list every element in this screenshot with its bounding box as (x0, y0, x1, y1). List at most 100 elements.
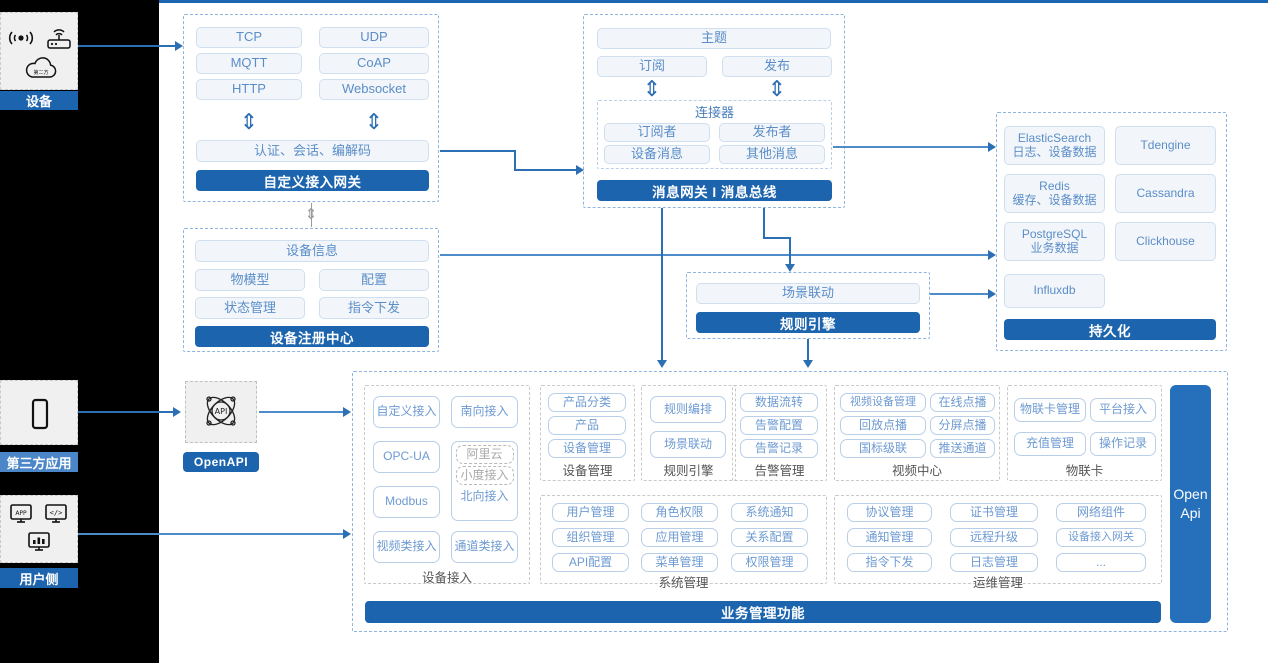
sm-user-management[interactable]: 用户管理 (552, 503, 629, 522)
om-remote-upgrade[interactable]: 远程升级 (950, 528, 1038, 547)
da-custom-access[interactable]: 自定义接入 (373, 396, 440, 428)
device-registry-panel (183, 228, 439, 352)
protocol-tcp[interactable]: TCP (196, 27, 302, 48)
protocol-coap[interactable]: CoAP (319, 53, 429, 74)
vc-online-vod[interactable]: 在线点播 (930, 393, 995, 412)
om-command-dispatch[interactable]: 指令下发 (847, 553, 932, 572)
device-label: 设备 (0, 91, 78, 110)
om-notice-management[interactable]: 通知管理 (847, 528, 932, 547)
om-device-access-gateway[interactable]: 设备接入网关 (1056, 528, 1146, 547)
dm-product[interactable]: 产品 (548, 416, 626, 435)
da-xiaodu-access[interactable]: 小度接入 (455, 466, 514, 485)
om-network-component[interactable]: 网络组件 (1056, 503, 1146, 522)
subscribe-chip[interactable]: 订阅 (597, 56, 707, 77)
connector-rule-to-persistence (930, 293, 990, 295)
bidirectional-arrow-registry: ⇕ (304, 205, 318, 223)
vc-playback-vod[interactable]: 回放点播 (840, 416, 926, 435)
connector-publisher[interactable]: 发布者 (719, 123, 825, 142)
om-more[interactable]: ... (1056, 553, 1146, 572)
da-channel-access[interactable]: 通道类接入 (451, 531, 518, 563)
connector-subscriber[interactable]: 订阅者 (604, 123, 710, 142)
om-certificate-management[interactable]: 证书管理 (950, 503, 1038, 522)
am-alarm-record[interactable]: 告警记录 (740, 439, 818, 458)
store-redis-name: Redis (1039, 178, 1070, 193)
vc-gb-cascade[interactable]: 国标级联 (840, 439, 926, 458)
protocol-udp[interactable]: UDP (319, 27, 429, 48)
thing-model-chip[interactable]: 物模型 (195, 269, 305, 291)
sm-permission-management[interactable]: 权限管理 (731, 553, 808, 572)
sm-system-notice[interactable]: 系统通知 (731, 503, 808, 522)
da-opcua[interactable]: OPC-UA (373, 441, 440, 473)
om-protocol-management[interactable]: 协议管理 (847, 503, 932, 522)
business-panel (352, 371, 1228, 632)
dm-product-category[interactable]: 产品分类 (548, 393, 626, 412)
re-scene-linkage[interactable]: 场景联动 (650, 431, 726, 458)
ic-card-management[interactable]: 物联卡管理 (1014, 398, 1086, 422)
ic-operation-record[interactable]: 操作记录 (1090, 432, 1156, 456)
device-registry-footer[interactable]: 设备注册中心 (195, 326, 429, 347)
dm-device-management[interactable]: 设备管理 (548, 439, 626, 458)
connector-other-message[interactable]: 其他消息 (719, 145, 825, 164)
scene-linkage-chip[interactable]: 场景联动 (696, 283, 920, 304)
store-postgresql-name: PostgreSQL (1021, 226, 1088, 241)
da-modbus[interactable]: Modbus (373, 486, 440, 518)
rule-engine-footer[interactable]: 规则引擎 (696, 312, 920, 333)
persistence-footer[interactable]: 持久化 (1004, 319, 1216, 340)
am-data-flow[interactable]: 数据流转 (740, 393, 818, 412)
state-management-chip[interactable]: 状态管理 (195, 297, 305, 319)
arrow-msgconn-to-persistence (988, 142, 996, 152)
message-gateway-panel (583, 14, 845, 208)
vc-video-device-management[interactable]: 视频设备管理 (840, 393, 926, 412)
store-tdengine[interactable]: Tdengine (1115, 126, 1216, 165)
da-video-access[interactable]: 视频类接入 (373, 531, 440, 563)
config-chip[interactable]: 配置 (319, 269, 429, 291)
business-footer[interactable]: 业务管理功能 (365, 601, 1161, 623)
protocol-http[interactable]: HTTP (196, 79, 302, 100)
connector-gw-to-registry (311, 203, 312, 227)
connector-box (597, 100, 832, 169)
arrow-userside-to-business (343, 529, 351, 539)
sm-api-config[interactable]: API配置 (552, 553, 629, 572)
group-label-alarm-management: 告警管理 (754, 463, 805, 478)
sm-app-management[interactable]: 应用管理 (641, 528, 718, 547)
am-alarm-config[interactable]: 告警配置 (740, 416, 818, 435)
da-southbound-access[interactable]: 南向接入 (451, 396, 518, 428)
vc-push-channel[interactable]: 推送通道 (930, 439, 995, 458)
custom-access-gateway-footer[interactable]: 自定义接入网关 (196, 170, 429, 191)
topic-chip[interactable]: 主题 (597, 28, 831, 49)
connector-title: 连接器 (694, 104, 734, 120)
protocol-mqtt[interactable]: MQTT (196, 53, 302, 74)
command-dispatch-chip[interactable]: 指令下发 (319, 297, 429, 319)
app-window-icon: APP (8, 502, 34, 526)
sm-org-management[interactable]: 组织管理 (552, 528, 629, 547)
store-clickhouse[interactable]: Clickhouse (1115, 222, 1216, 261)
arrow-gw-to-msg (576, 165, 584, 175)
om-log-management[interactable]: 日志管理 (950, 553, 1038, 572)
device-info-chip[interactable]: 设备信息 (195, 240, 429, 262)
openapi-vertical-bar[interactable]: Open Api (1170, 385, 1211, 623)
protocol-websocket[interactable]: Websocket (319, 79, 429, 100)
re-rule-orchestration[interactable]: 规则编排 (650, 396, 726, 423)
bidirectional-arrow-publish: ⇕ (767, 76, 787, 101)
ic-recharge-management[interactable]: 充值管理 (1014, 432, 1086, 456)
openapi-node-label[interactable]: OpenAPI (183, 452, 259, 472)
message-gateway-footer[interactable]: 消息网关 I 消息总线 (597, 180, 832, 201)
connector-userside-to-business (78, 533, 344, 535)
store-influxdb[interactable]: Influxdb (1004, 274, 1105, 308)
store-cassandra[interactable]: Cassandra (1115, 174, 1216, 213)
code-window-icon: </> (43, 502, 69, 526)
da-aliyun[interactable]: 阿里云 (455, 445, 514, 464)
sm-role-permission[interactable]: 角色权限 (641, 503, 718, 522)
da-northbound-group[interactable]: 阿里云 小度接入 北向接入 (451, 441, 518, 521)
sm-menu-management[interactable]: 菜单管理 (641, 553, 718, 572)
publish-chip[interactable]: 发布 (722, 56, 832, 77)
bidirectional-arrow-right: ⇕ (364, 109, 384, 134)
sm-relation-config[interactable]: 关系配置 (731, 528, 808, 547)
connector-device-message[interactable]: 设备消息 (604, 145, 710, 164)
auth-session-codec[interactable]: 认证、会话、编解码 (196, 140, 429, 162)
vc-split-screen-vod[interactable]: 分屏点播 (930, 416, 995, 435)
ic-platform-access[interactable]: 平台接入 (1090, 398, 1156, 422)
